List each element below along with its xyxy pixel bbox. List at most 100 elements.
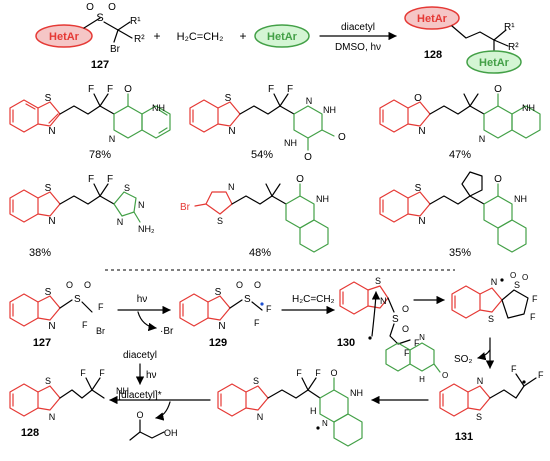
s-atom: S — [253, 376, 259, 386]
f-atom: F — [287, 84, 293, 95]
example-2: S N F F O O N NH NH 54% — [189, 84, 346, 163]
product-128: HetAr R¹ R² HetAr 128 — [404, 6, 522, 74]
radical-dot-130 — [368, 336, 372, 340]
hetar-green-reagent: HetAr — [254, 24, 310, 48]
h-atom: H — [419, 375, 425, 384]
o-atom: O — [66, 280, 73, 290]
f-atom: F — [88, 84, 94, 95]
n-atom: N — [418, 126, 425, 137]
hat-arrow: diacetyl hν [diacetyl]* O OH — [109, 350, 211, 441]
s-atom: S — [45, 376, 51, 386]
n-atom: N — [117, 217, 124, 227]
s-atom: S — [45, 93, 52, 104]
n-atom: N — [477, 376, 484, 386]
reaction-arrow-top: diacetyl DMSO, hν — [319, 22, 397, 53]
benzothiazole-1: S N — [9, 93, 61, 137]
s-atom: S — [514, 280, 520, 290]
nh2-group: NH₂ — [138, 224, 155, 234]
s-atom: S — [488, 314, 494, 324]
radical-dot-131 — [522, 380, 526, 384]
nh-atom: NH — [116, 386, 129, 396]
mechanism-131: N S F F 131 — [439, 364, 544, 443]
sulfur-label: S — [96, 12, 103, 24]
reagent-127-label: 127 — [91, 59, 109, 71]
f-atom: F — [88, 174, 94, 185]
example-1-yield: 78% — [89, 149, 111, 161]
example-6: S N O NH 35% — [379, 171, 527, 259]
n-atom: N — [322, 419, 328, 428]
radical-adduct: S N F F H O NH N — [217, 368, 363, 447]
o-atom: O — [254, 280, 261, 290]
hetar-red-ellipse — [35, 24, 93, 48]
f-atom: F — [99, 368, 105, 378]
quinoxalinone-reagent: N O H — [385, 333, 448, 384]
o-atom: O — [84, 280, 91, 290]
n-atom: N — [218, 321, 225, 332]
s-atom: S — [375, 276, 381, 286]
hetar-red-product-label: HetAr — [417, 13, 448, 25]
s-atom: S — [45, 287, 52, 298]
hetar-red-ellipse-product — [404, 6, 460, 30]
n-atom: N — [479, 134, 486, 144]
br-atom: Br — [180, 202, 191, 213]
f-atom: F — [107, 84, 113, 95]
nh-atom: NH — [284, 138, 297, 148]
arrow-spiro-131: SO₂ — [454, 337, 495, 369]
reagent-127: HetAr S O O R¹ R² Br 127 — [35, 2, 145, 71]
excited-diacetyl-label: [diacetyl]* — [118, 390, 161, 401]
oh-group: OH — [164, 428, 178, 438]
n-atom: N — [138, 200, 145, 210]
ethylene-label: H₂C=CH₂ — [177, 31, 224, 43]
quinoxalinone-1: O NH N — [109, 84, 171, 144]
arrow-129-130: H₂C=CH₂ — [281, 294, 335, 315]
o-atom: O — [494, 84, 502, 95]
mechanism-129: S N S O O F F 129 — [179, 280, 272, 349]
example-5: Br S N O NH 48% — [180, 174, 329, 259]
f-atom: F — [107, 174, 113, 185]
n-atom: N — [48, 216, 55, 227]
r1-product-label: R¹ — [504, 22, 515, 33]
hetar-green-label: HetAr — [267, 31, 298, 43]
s-atom: S — [124, 183, 130, 193]
cmpd-130-label: 130 — [337, 337, 355, 349]
example-3: O N O NH N 47% — [379, 84, 541, 161]
s-atom: S — [392, 314, 399, 325]
example-4-yield: 38% — [29, 247, 51, 259]
o-atom: O — [442, 371, 448, 380]
n-atom: N — [257, 412, 264, 422]
nh-atom: NH — [522, 103, 535, 113]
f-atom: F — [296, 368, 302, 378]
product-128-label: 128 — [424, 49, 442, 61]
o-atom: O — [296, 174, 304, 185]
radical-dot-adduct — [316, 426, 320, 430]
o-atom: O — [402, 304, 409, 314]
hv-label-1: hν — [137, 294, 148, 305]
hv-label-2: hν — [146, 370, 157, 381]
mechanism-127: S N S O O F F Br 127 — [9, 280, 105, 349]
o-atom: O — [124, 84, 132, 95]
s-atom: S — [217, 216, 223, 226]
mechanism-130: S N S O O F F 130 — [337, 276, 420, 358]
f-atom: F — [414, 338, 420, 348]
nh-atom: NH — [323, 105, 336, 115]
n-atom: N — [109, 134, 116, 144]
o-atom: O — [338, 132, 346, 143]
br-label: Br — [110, 44, 121, 55]
n-atom: N — [306, 96, 313, 106]
nh-atom: NH — [514, 194, 527, 204]
f-atom: F — [404, 348, 410, 358]
o-atom: O — [236, 280, 243, 290]
so2-label: SO₂ — [454, 354, 472, 365]
cmpd-129-label: 129 — [209, 337, 227, 349]
f-atom: F — [82, 320, 88, 330]
f-atom: F — [530, 312, 536, 322]
f-atom: F — [254, 318, 260, 328]
o-atom: O — [136, 410, 143, 420]
f-atom: F — [315, 368, 321, 378]
oxygen-label-1: O — [86, 2, 94, 13]
example-2-yield: 54% — [251, 149, 273, 161]
cmpd-131-label: 131 — [455, 431, 473, 443]
r1-label: R¹ — [130, 16, 141, 27]
n-atom: N — [228, 182, 235, 192]
nh-atom: NH — [350, 388, 363, 398]
